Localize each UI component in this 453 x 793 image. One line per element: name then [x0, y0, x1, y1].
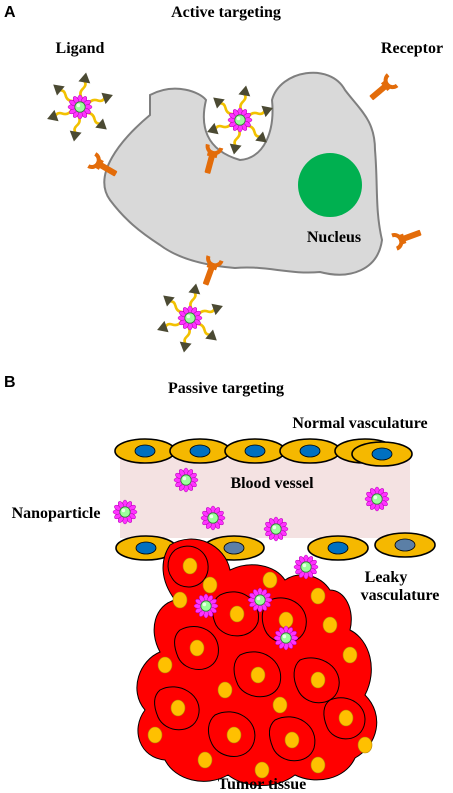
nanoparticle-label: Nanoparticle: [12, 505, 101, 522]
leaky-vasculature-bottom: [115, 532, 436, 561]
ligand-nanoparticle-3: [155, 282, 225, 353]
tumor-tissue-label: Tumor tissue: [218, 776, 306, 793]
panel-a: A Active targeting Ligand Receptor Nucle…: [4, 4, 443, 354]
blood-vessel-lumen: [120, 458, 410, 538]
tumor-tissue: [136, 538, 378, 786]
leaky-label-line-2: vasculature: [361, 587, 440, 604]
nucleus: [298, 153, 362, 217]
normal-vasculature-top: [114, 438, 413, 467]
receptor-label: Receptor: [381, 40, 443, 57]
nucleus-label: Nucleus: [307, 229, 361, 246]
normal-vasculature-label: Normal vasculature: [292, 415, 427, 432]
ligand-nanoparticle-1: [45, 71, 115, 142]
panel-b-title: Passive targeting: [168, 380, 284, 397]
panel-b-letter: B: [4, 374, 16, 391]
panel-a-title: Active targeting: [171, 4, 281, 21]
panel-a-letter: A: [4, 4, 16, 21]
receptor-top-right: [365, 73, 399, 106]
cell-body: [103, 71, 384, 276]
leaky-label-line-1: Leaky: [365, 569, 408, 586]
tumor-nuclei: [147, 557, 373, 779]
blood-vessel-label: Blood vessel: [230, 475, 314, 492]
panel-b: B Passive targeting: [4, 374, 439, 793]
ligand-label: Ligand: [56, 40, 105, 57]
receptor-right: [391, 224, 424, 251]
